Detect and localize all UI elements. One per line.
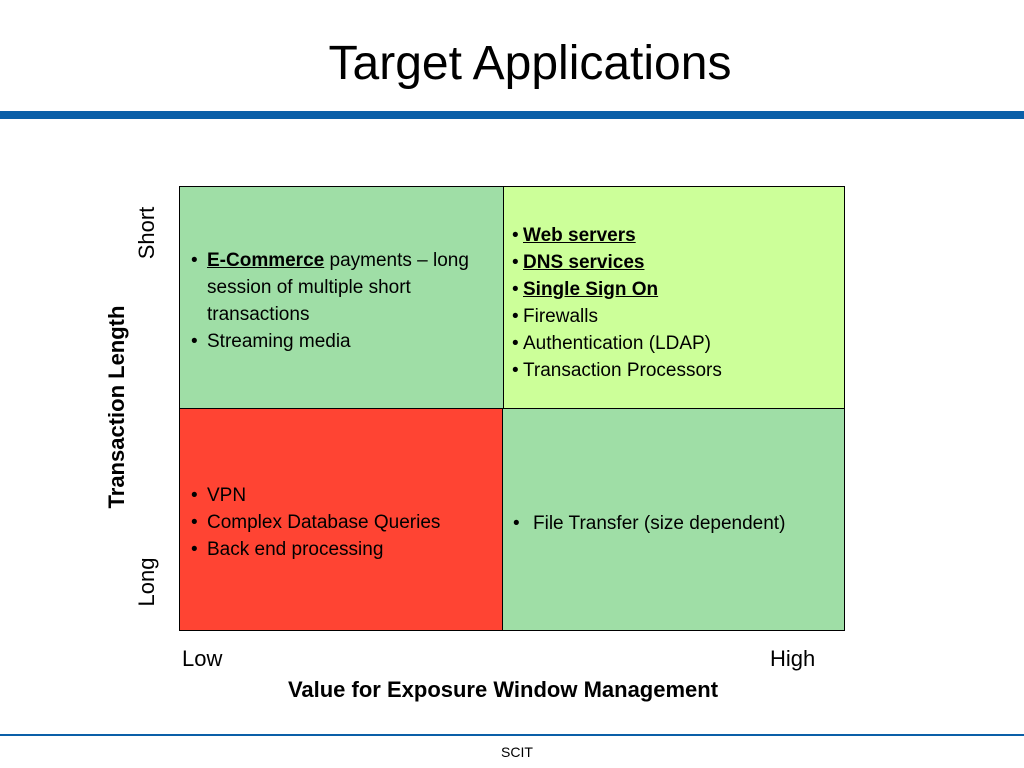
slide-title: Target Applications: [328, 37, 732, 90]
list-item: Authentication (LDAP): [509, 330, 839, 357]
list-item: File Transfer (size dependent): [509, 510, 839, 537]
quadrant-top-right: Web servers DNS services Single Sign On …: [504, 187, 844, 409]
list-item: Streaming media: [187, 328, 492, 355]
list-item-emphasis: E-Commerce: [207, 250, 325, 271]
list-item: Web servers: [509, 222, 839, 249]
title-divider: [0, 111, 1024, 119]
y-axis-label-long: Long: [134, 557, 159, 607]
list-item: Single Sign On: [509, 276, 839, 303]
quadrant-bottom-right: File Transfer (size dependent): [503, 409, 844, 630]
y-axis-label-short: Short: [134, 206, 159, 260]
y-axis-title: Transaction Length: [104, 305, 129, 509]
quadrant-matrix: E-Commerce payments – long session of mu…: [179, 186, 845, 631]
quadrant-bottom-right-list: File Transfer (size dependent): [509, 510, 839, 537]
list-item: Back end processing: [187, 536, 497, 563]
footer-divider: [0, 734, 1024, 736]
list-item: Complex Database Queries: [187, 509, 497, 536]
quadrant-bottom-left-list: VPN Complex Database Queries Back end pr…: [187, 482, 497, 563]
quadrant-top-left-list: E-Commerce payments – long session of mu…: [187, 247, 492, 355]
x-axis-title: Value for Exposure Window Management: [287, 677, 719, 702]
quadrant-top-left: E-Commerce payments – long session of mu…: [180, 187, 504, 409]
footer-text: SCIT: [501, 744, 533, 760]
list-item: VPN: [187, 482, 497, 509]
list-item-emphasis: Web servers: [523, 225, 636, 246]
x-axis-label-low: Low: [182, 646, 223, 671]
list-item-emphasis: Single Sign On: [523, 279, 659, 300]
list-item: Transaction Processors: [509, 357, 839, 384]
list-item: E-Commerce payments – long session of mu…: [187, 247, 492, 328]
quadrant-top-right-list: Web servers DNS services Single Sign On …: [509, 222, 839, 384]
list-item-emphasis: DNS services: [523, 252, 645, 273]
quadrant-bottom-left: VPN Complex Database Queries Back end pr…: [180, 409, 503, 630]
list-item: Firewalls: [509, 303, 839, 330]
list-item: DNS services: [509, 249, 839, 276]
x-axis-label-high: High: [770, 646, 816, 671]
list-item-text: payments – long session of multiple shor…: [207, 250, 469, 325]
